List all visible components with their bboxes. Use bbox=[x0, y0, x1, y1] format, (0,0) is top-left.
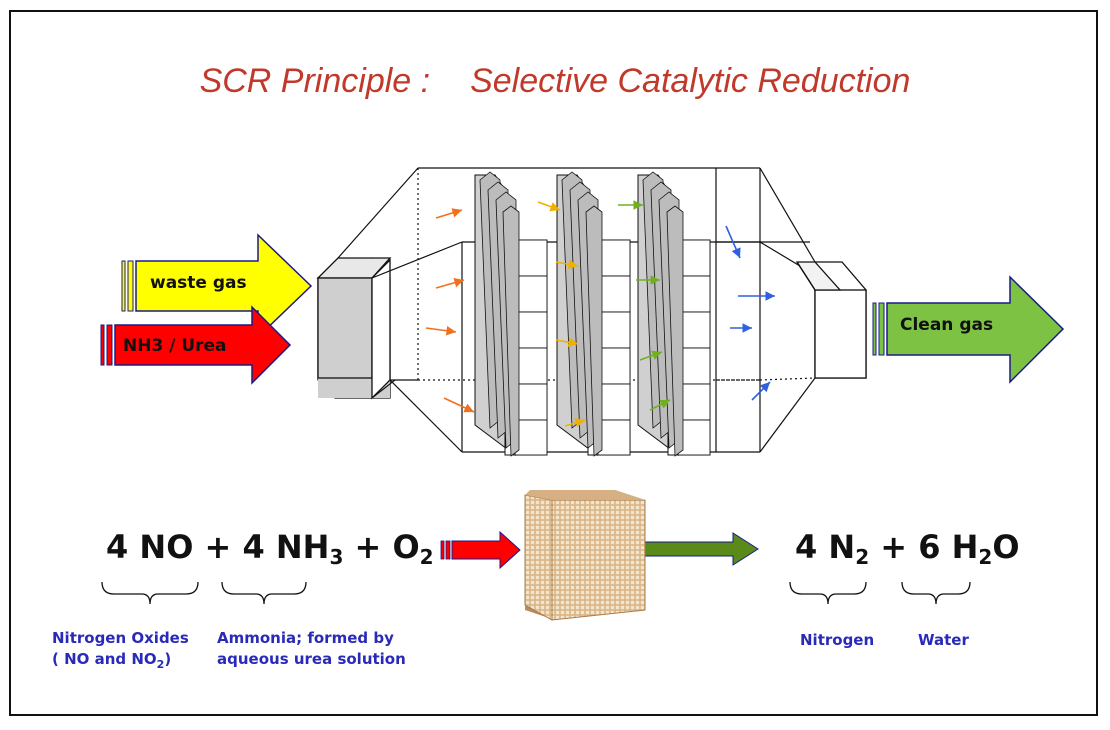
waste-gas-label: waste gas bbox=[150, 273, 247, 293]
term-4n2: 4 N2 bbox=[795, 528, 870, 569]
catalyst-module-2 bbox=[556, 171, 631, 457]
flow-arrows-yellow bbox=[537, 201, 586, 428]
flow-arrows-blue bbox=[725, 225, 775, 401]
plus-3: + bbox=[880, 528, 908, 566]
braces bbox=[101, 581, 971, 605]
label-nitrogen: Nitrogen bbox=[800, 631, 875, 649]
flow-arrows-orange bbox=[425, 208, 475, 413]
title-right: Selective Catalytic Reduction bbox=[470, 62, 911, 100]
label-water: Water bbox=[918, 631, 969, 649]
term-4nh3: 4 NH3 bbox=[242, 528, 344, 569]
waste-gas-arrow: waste gas bbox=[121, 233, 313, 339]
label-ammonia: Ammonia; formed by aqueous urea solution bbox=[217, 629, 406, 668]
catalyst-module-3 bbox=[637, 171, 711, 457]
clean-gas-arrow: Clean gas bbox=[872, 275, 1065, 384]
slide-title: SCR Principle : Selective Catalytic Reduc… bbox=[0, 62, 1110, 101]
title-left: SCR Principle : bbox=[199, 62, 431, 100]
equation-products: 4 N2 + 6 H2O bbox=[795, 528, 1020, 569]
clean-gas-label: Clean gas bbox=[900, 315, 993, 335]
inlet-box bbox=[316, 257, 392, 400]
red-arrow-icon bbox=[440, 530, 521, 570]
catalyst-honeycomb-icon bbox=[524, 490, 646, 621]
term-4no: 4 NO bbox=[106, 528, 194, 566]
nh3-urea-arrow: NH3 / Urea bbox=[100, 305, 292, 385]
term-o2: O2 bbox=[392, 528, 434, 569]
outlet-box bbox=[795, 261, 867, 379]
flow-arrows-green bbox=[618, 200, 671, 411]
nh3-urea-label: NH3 / Urea bbox=[123, 336, 227, 356]
label-nitrogen-oxides: Nitrogen Oxides ( NO and NO2) bbox=[52, 628, 189, 675]
plus-2: + bbox=[354, 528, 382, 566]
label-no-no2: ( NO and NO2) bbox=[52, 650, 172, 671]
term-6h2o: 6 H2O bbox=[918, 528, 1020, 569]
equation-reactants: 4 NO + 4 NH3 + O2 bbox=[106, 528, 434, 569]
plus-1: + bbox=[204, 528, 232, 566]
catalyst-module-1 bbox=[474, 171, 548, 457]
